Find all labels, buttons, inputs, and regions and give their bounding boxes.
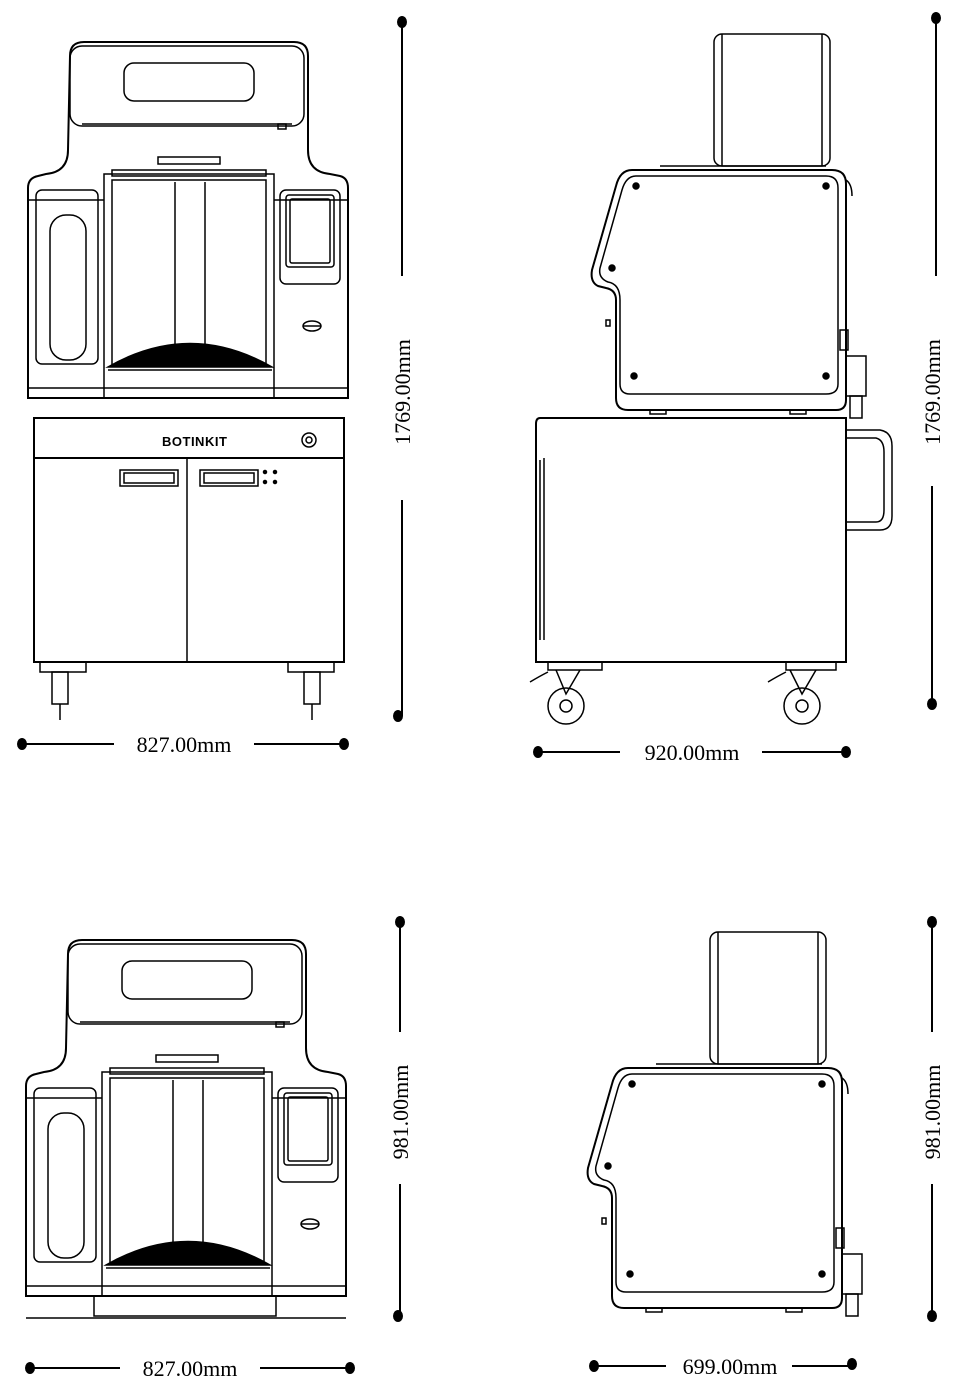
height-dimension-front-full: 1769.00mm — [390, 16, 415, 722]
width-label-side-top: 699.00mm — [683, 1354, 778, 1379]
height-dimension-side-full: 1769.00mm — [920, 12, 945, 710]
height-label-side-top: 981.00mm — [920, 1065, 945, 1160]
front-view-top-unit — [25, 939, 347, 1319]
width-label-front-full: 827.00mm — [137, 732, 232, 757]
height-label-side-full: 1769.00mm — [920, 339, 945, 445]
width-label-side-full: 920.00mm — [645, 740, 740, 765]
width-dimension-side-full: 920.00mm — [533, 740, 851, 765]
side-view-top-unit — [586, 931, 863, 1317]
width-dimension-front-top: 827.00mm — [25, 1356, 355, 1381]
height-label-front-top: 981.00mm — [388, 1065, 413, 1160]
brand-logo: BOTINKIT — [162, 434, 227, 449]
height-dimension-front-top: 981.00mm — [388, 916, 413, 1322]
width-label-front-top: 827.00mm — [143, 1356, 238, 1381]
height-dimension-side-top: 981.00mm — [920, 916, 945, 1322]
width-dimension-front-full: 827.00mm — [17, 732, 349, 757]
side-view-full — [529, 33, 893, 725]
front-view-full: BOTINKIT — [27, 41, 349, 721]
width-dimension-side-top: 699.00mm — [589, 1354, 857, 1379]
height-label-front-full: 1769.00mm — [390, 339, 415, 445]
